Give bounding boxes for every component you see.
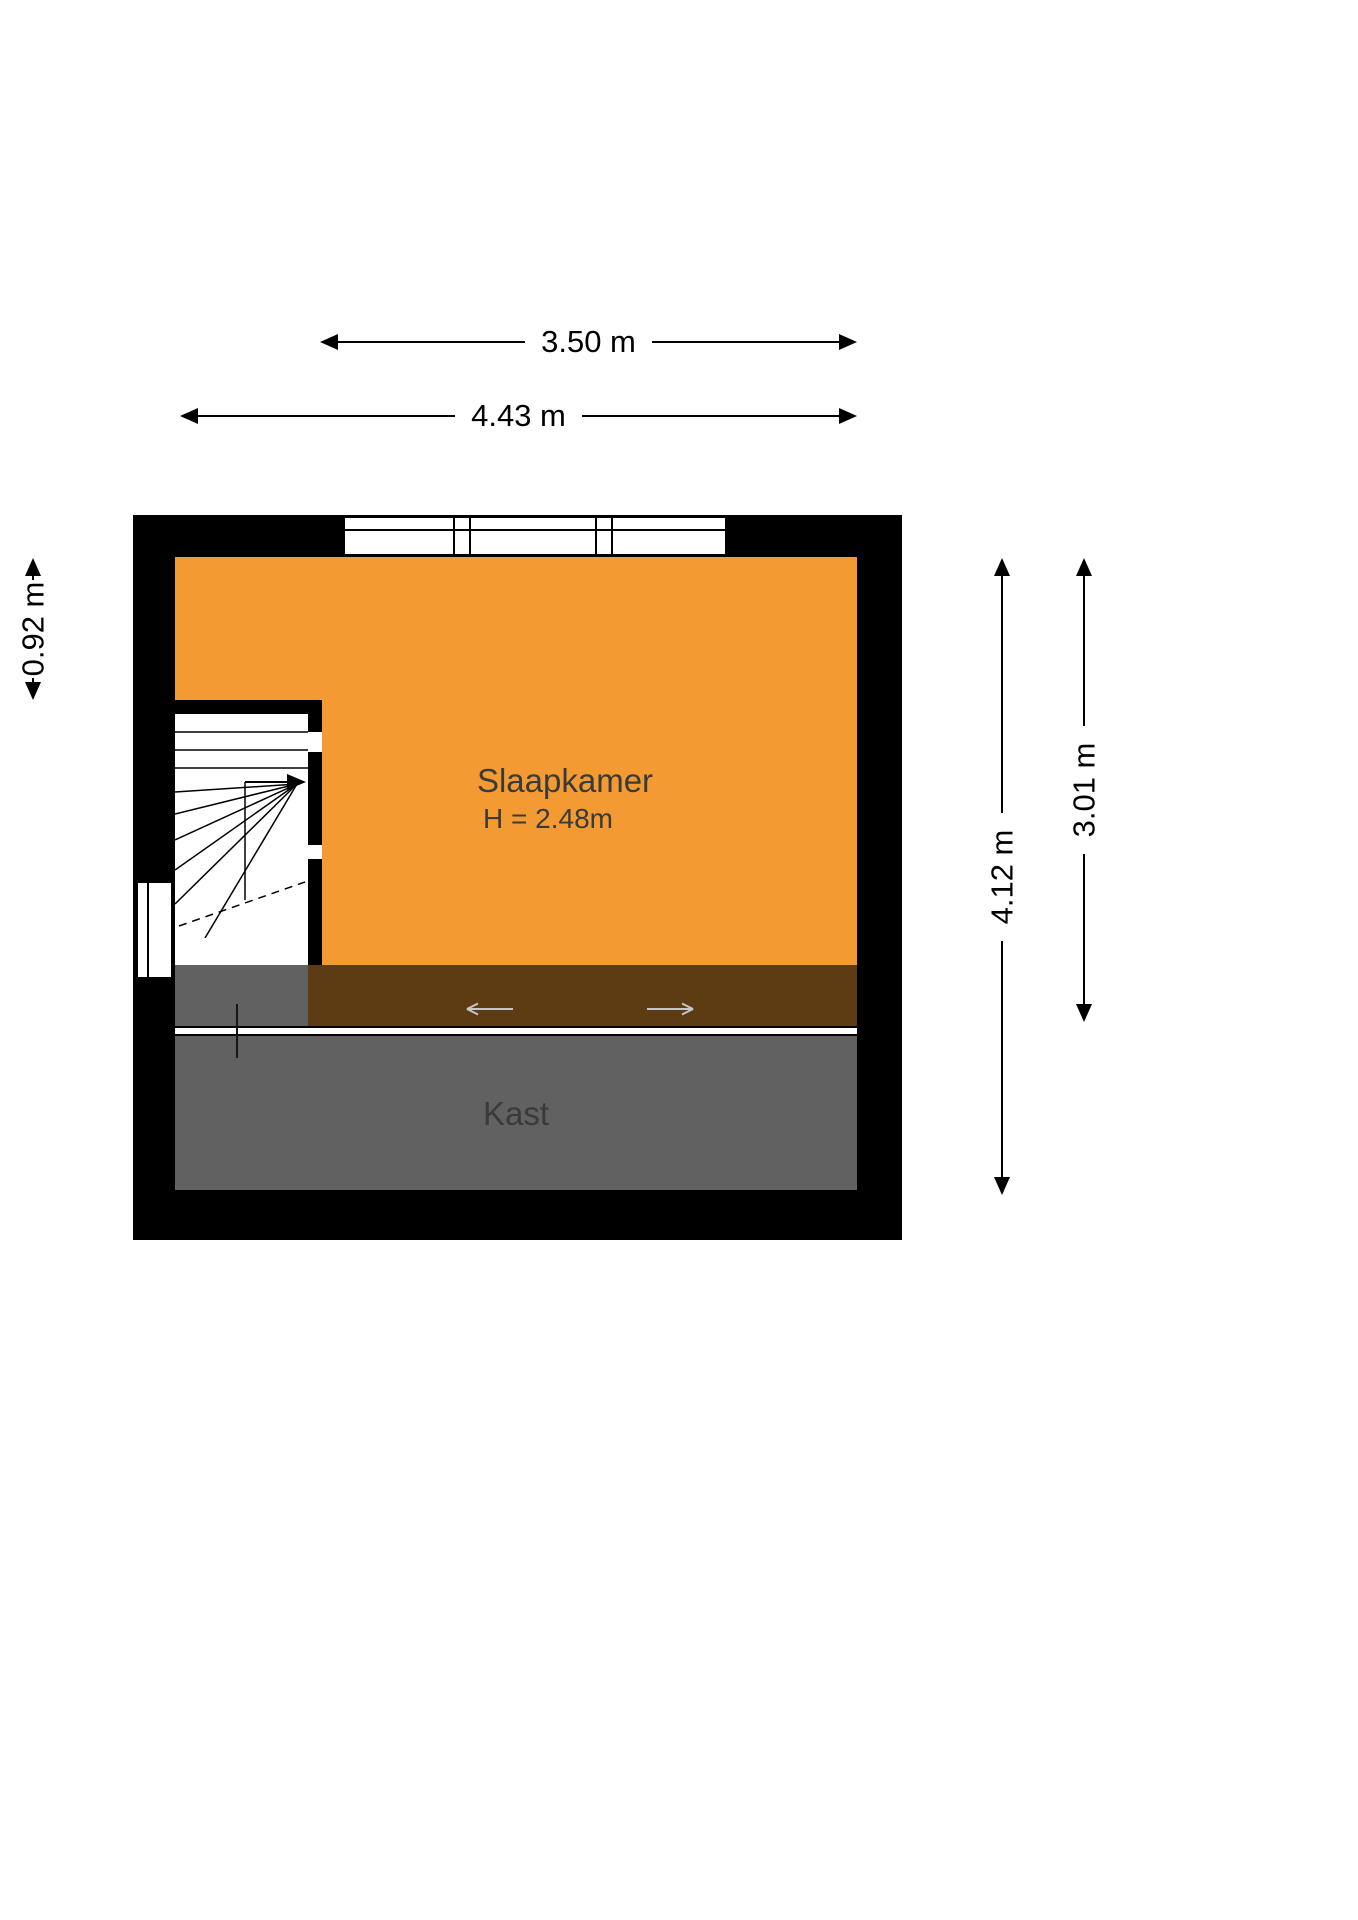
window-glass-line — [345, 529, 725, 531]
window-divider — [595, 518, 613, 554]
door-opening — [308, 732, 322, 752]
arrow-down-icon — [1076, 1004, 1092, 1022]
sliding-door-arrow-left-icon — [466, 1002, 513, 1016]
room-name-slaapkamer: Slaapkamer — [476, 762, 654, 799]
dimension-label: 3.50 m — [541, 324, 636, 359]
dimension-width-outer: 4.43 m — [180, 398, 857, 434]
wall-bottom — [133, 1190, 902, 1240]
staircase — [175, 731, 308, 938]
dim-label-wrap: 0.92 m — [15, 580, 51, 678]
dimension-label: 4.43 m — [471, 398, 566, 433]
dim-line — [32, 678, 34, 682]
wall-right — [857, 515, 902, 1240]
sliding-door-arrow-right-icon — [647, 1002, 694, 1016]
arrow-up-icon — [25, 558, 41, 576]
arrow-down-icon — [994, 1177, 1010, 1195]
wall-left — [133, 515, 175, 1240]
arrow-left-icon — [180, 408, 198, 424]
dimension-height-inner: 3.01 m — [1066, 558, 1102, 1022]
dim-line — [581, 415, 839, 417]
dimension-stair-width: 0.92 m — [15, 558, 51, 700]
arrow-right-icon — [839, 408, 857, 424]
window-top — [343, 516, 727, 556]
dimension-label: 3.01 m — [1066, 742, 1101, 838]
arrow-up-icon — [1076, 558, 1092, 576]
arrow-up-icon — [994, 558, 1010, 576]
arrow-left-icon — [320, 334, 338, 350]
window-divider — [453, 518, 471, 554]
arrow-down-icon — [25, 682, 41, 700]
dim-line — [198, 415, 456, 417]
dim-line — [1001, 940, 1003, 1177]
dim-line — [32, 576, 34, 580]
dim-line — [651, 341, 839, 343]
arrow-right-icon — [839, 334, 857, 350]
dim-label-wrap: 4.12 m — [984, 813, 1020, 941]
stair-direction-arrow-icon — [287, 774, 306, 790]
dim-label-wrap: 3.01 m — [1066, 726, 1102, 854]
room-ceiling-height: H = 2.48m — [483, 803, 613, 834]
dim-line — [1001, 576, 1003, 813]
door-opening — [308, 845, 322, 859]
window-left — [136, 881, 173, 979]
dimension-label: 4.12 m — [984, 829, 1019, 924]
wall-stair-top — [133, 700, 322, 714]
dimension-width-inner: 3.50 m — [320, 324, 857, 360]
dimension-label: 0.92 m — [15, 581, 50, 677]
room-kast-floor — [175, 965, 857, 1190]
closet-door-track — [175, 1026, 857, 1036]
window-glass-line — [147, 883, 149, 977]
dim-line — [1083, 854, 1085, 1004]
closet-door-divider — [236, 1004, 238, 1058]
wall-stair-right — [308, 714, 322, 965]
dim-line — [1083, 576, 1085, 726]
room-name-kast: Kast — [482, 1095, 550, 1132]
dim-line — [338, 341, 526, 343]
dimension-height-outer: 4.12 m — [984, 558, 1020, 1195]
